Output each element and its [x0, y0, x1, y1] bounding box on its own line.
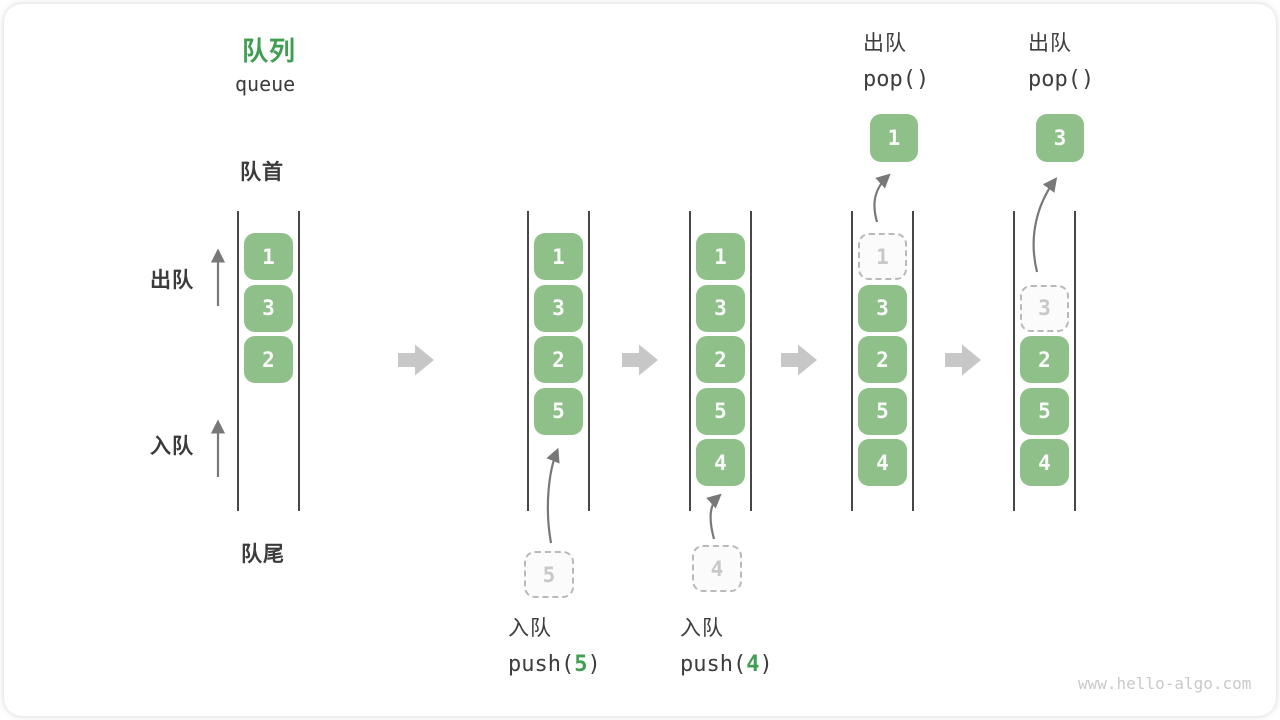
incoming-element: 4 — [692, 545, 742, 592]
popped-element: 1 — [870, 114, 918, 162]
cell-value: 2 — [714, 347, 727, 372]
operation-code: pop() — [863, 67, 929, 92]
operation-label: 入队 push(4) — [680, 612, 773, 677]
queue-cell: 4 — [696, 439, 745, 486]
queue-wall — [912, 211, 914, 511]
popped-element: 3 — [1036, 114, 1084, 162]
operation-name: 入队 — [508, 617, 552, 640]
cell-value: 2 — [876, 347, 889, 372]
cell-value: 5 — [552, 399, 565, 423]
queue-cell: 3 — [858, 284, 907, 332]
push-arrow-icon — [706, 493, 722, 540]
operation-code: push(5) — [508, 652, 601, 677]
cell-value: 3 — [552, 296, 565, 320]
code-argument: 5 — [574, 652, 588, 677]
operation-code: pop() — [1028, 67, 1094, 92]
watermark: www.hello-algo.com — [1078, 674, 1252, 693]
diagram-title-en: queue — [235, 72, 296, 96]
step-arrow-icon — [945, 344, 981, 376]
cell-value: 5 — [714, 399, 727, 423]
queue-wall — [298, 211, 300, 511]
queue-cell: 5 — [858, 387, 907, 435]
cell-value: 5 — [542, 562, 556, 587]
queue-cell: 5 — [696, 387, 745, 435]
cell-value: 5 — [1038, 399, 1051, 423]
cell-value: 4 — [714, 450, 727, 475]
cell-value: 3 — [262, 296, 275, 320]
queue-wall — [689, 211, 691, 511]
code-text: push( — [680, 652, 747, 677]
queue-cell: 5 — [1020, 387, 1069, 435]
cell-value: 1 — [876, 244, 889, 269]
queue-wall — [527, 211, 529, 511]
queue-cell: 2 — [696, 336, 745, 383]
operation-label: 出队 pop() — [863, 27, 929, 92]
operation-name: 出队 — [1028, 32, 1072, 55]
cell-value: 3 — [714, 296, 727, 320]
cell-value: 1 — [552, 244, 565, 269]
queue-cell-ghost: 1 — [858, 233, 907, 280]
queue-cell: 1 — [696, 233, 745, 280]
queue-cell: 3 — [244, 284, 293, 332]
queue-cell: 4 — [858, 439, 907, 486]
label-queue-rear: 队尾 — [241, 543, 285, 566]
queue-cell: 2 — [1020, 336, 1069, 383]
queue-cell: 2 — [534, 336, 583, 383]
queue-cell: 1 — [534, 233, 583, 280]
label-queue-front: 队首 — [240, 161, 284, 184]
queue-cell: 1 — [244, 233, 293, 280]
code-text: ) — [587, 652, 601, 677]
cell-value: 4 — [710, 556, 724, 581]
queue-wall — [1013, 211, 1015, 511]
diagram-title-zh: 队列 — [242, 36, 297, 66]
operation-name: 出队 — [863, 32, 907, 55]
pop-arrow-icon — [1032, 177, 1058, 273]
cell-value: 4 — [1038, 450, 1051, 475]
cell-value: 2 — [262, 347, 275, 372]
queue-wall — [851, 211, 853, 511]
step-arrow-icon — [398, 344, 434, 376]
cell-value: 2 — [1038, 347, 1051, 372]
queue-cell-ghost: 3 — [1020, 284, 1069, 332]
label-enqueue: 入队 — [150, 435, 194, 458]
queue-cell: 2 — [858, 336, 907, 383]
operation-code: push(4) — [680, 652, 773, 677]
incoming-element: 5 — [524, 551, 574, 598]
code-text: ) — [759, 652, 773, 677]
cell-value: 1 — [887, 126, 901, 150]
queue-wall — [588, 211, 590, 511]
cell-value: 5 — [876, 399, 889, 423]
code-text: pop() — [863, 67, 930, 92]
cell-value: 4 — [876, 450, 889, 475]
cell-value: 1 — [262, 244, 275, 269]
queue-wall — [750, 211, 752, 511]
step-arrow-icon — [781, 344, 817, 376]
cell-value: 3 — [1038, 296, 1051, 320]
operation-label: 入队 push(5) — [508, 612, 601, 677]
queue-cell: 3 — [534, 284, 583, 332]
queue-cell: 4 — [1020, 439, 1069, 486]
queue-wall — [237, 211, 239, 511]
cell-value: 1 — [714, 244, 727, 269]
cell-value: 3 — [876, 296, 889, 320]
queue-cell: 3 — [696, 284, 745, 332]
pop-arrow-icon — [873, 173, 891, 223]
queue-cell: 5 — [534, 387, 583, 435]
queue-wall — [1074, 211, 1076, 511]
push-arrow-icon — [546, 447, 560, 544]
code-text: push( — [508, 652, 575, 677]
cell-value: 2 — [552, 347, 565, 372]
step-arrow-icon — [622, 344, 658, 376]
operation-name: 入队 — [680, 617, 724, 640]
label-dequeue: 出队 — [150, 269, 194, 292]
code-text: pop() — [1028, 67, 1095, 92]
cell-value: 3 — [1053, 126, 1067, 150]
operation-label: 出队 pop() — [1028, 27, 1094, 92]
code-argument: 4 — [746, 652, 760, 677]
queue-cell: 2 — [244, 336, 293, 383]
